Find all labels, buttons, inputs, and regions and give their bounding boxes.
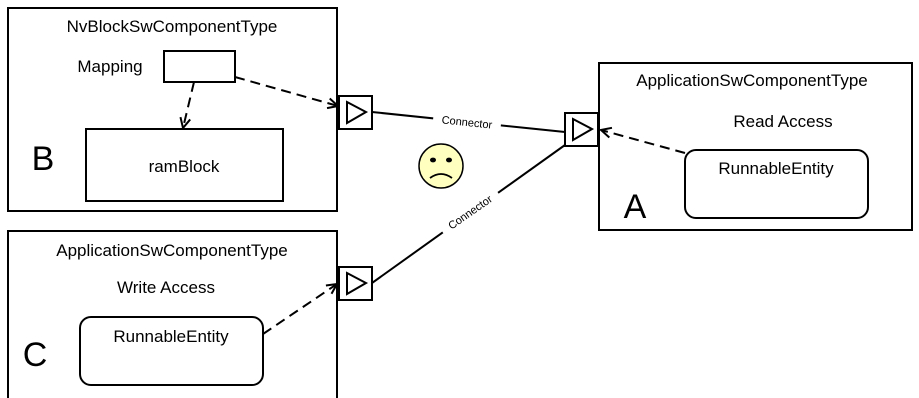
ram-block-label: ramBlock <box>149 157 220 176</box>
component-c-type-label: ApplicationSwComponentType <box>56 241 288 260</box>
mapping-to-port-b-arrow <box>234 76 338 106</box>
port-b-triangle-icon <box>346 100 369 125</box>
component-b-letter: B <box>32 140 55 178</box>
mapping-box[interactable] <box>163 50 236 83</box>
component-a[interactable]: ApplicationSwComponentType Read Access R… <box>598 62 913 231</box>
mapping-label: Mapping <box>77 57 142 76</box>
port-c[interactable] <box>338 266 373 301</box>
component-b-type-label: NvBlockSwComponentType <box>67 17 278 36</box>
runnable-entity-c[interactable] <box>79 316 264 386</box>
connector-top-label: Connector <box>441 114 493 131</box>
frown-face-right-eye <box>446 157 452 163</box>
runnable-entity-a[interactable] <box>684 149 869 219</box>
connector-top-label-bg <box>432 112 502 132</box>
connector-bottom-label-group: Connector <box>438 187 502 237</box>
port-b[interactable] <box>338 95 373 130</box>
ram-block-box[interactable] <box>85 128 284 202</box>
component-c-letter: C <box>23 336 48 374</box>
connector-top-label-group: Connector <box>432 112 502 132</box>
component-a-type-label: ApplicationSwComponentType <box>636 71 868 90</box>
mapping-to-ram-block-arrow <box>183 81 195 128</box>
component-c[interactable]: ApplicationSwComponentType Write Access … <box>7 230 338 398</box>
component-a-access-label: Read Access <box>733 112 832 131</box>
runnable-entity-c-label: RunnableEntity <box>113 327 229 346</box>
port-a-triangle-icon <box>572 117 595 142</box>
runnable-a-to-port-a-arrow <box>601 130 686 154</box>
component-a-letter: A <box>624 188 647 226</box>
frown-face-mouth <box>429 173 453 179</box>
port-a[interactable] <box>564 112 599 147</box>
connector-bottom-label-bg <box>438 187 502 237</box>
connector-bottom-label: Connector <box>446 193 495 232</box>
frown-face-circle <box>418 143 464 189</box>
port-c-triangle-icon <box>346 271 369 296</box>
component-c-access-label: Write Access <box>117 278 215 297</box>
runnable-entity-a-label: RunnableEntity <box>718 159 834 178</box>
frown-face-icon <box>418 143 464 189</box>
frown-face-left-eye <box>430 157 436 163</box>
component-b[interactable]: NvBlockSwComponentType Mapping ramBlock … <box>7 7 338 212</box>
